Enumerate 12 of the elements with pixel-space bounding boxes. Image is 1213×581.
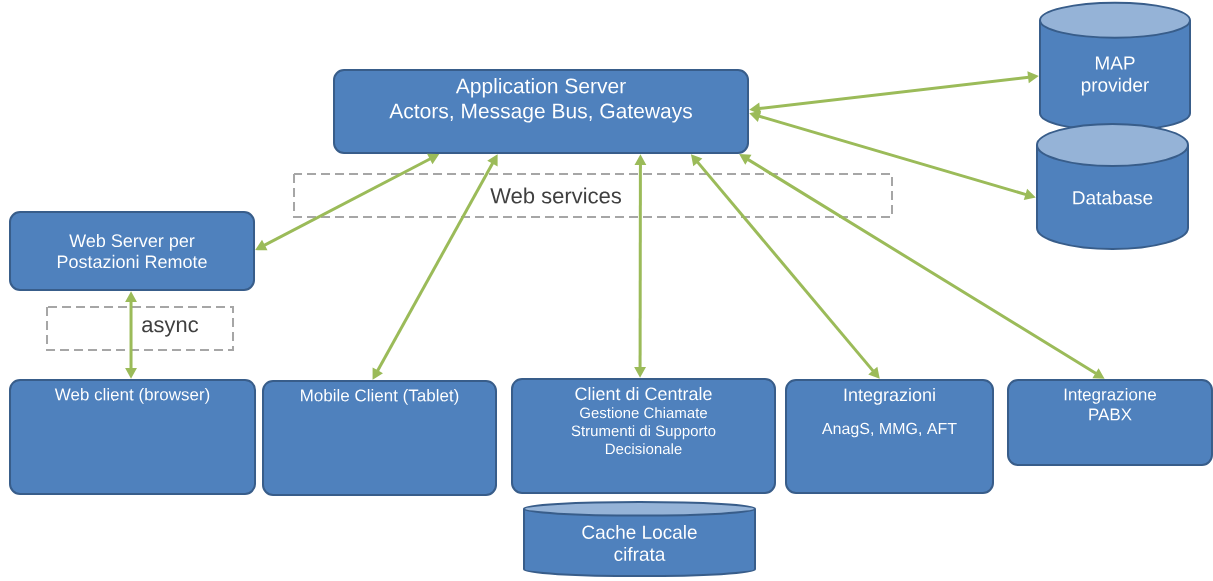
server-box: Web Server per Postazioni Remote xyxy=(9,211,255,291)
integration-box: Integrazioni AnagS, MMG, AFT xyxy=(785,379,994,494)
client-box: Web client (browser) xyxy=(9,379,256,495)
dashed-label-box: Web services xyxy=(293,173,893,218)
cache-cylinder: Cache Locale cifrata xyxy=(523,501,756,578)
server-box: Application Server Actors, Message Bus, Gateways xyxy=(333,69,749,154)
dashed-label-box: async xyxy=(46,306,234,351)
client-box: Client di Centrale Gestione Chiamate Strumenti di Supporto Decisionale xyxy=(511,378,776,494)
client-box: Mobile Client (Tablet) xyxy=(262,380,497,496)
integration-box: Integrazione PABX xyxy=(1007,379,1213,466)
database-cylinder: Database xyxy=(1036,123,1189,250)
database-cylinder: MAP provider xyxy=(1039,1,1191,132)
